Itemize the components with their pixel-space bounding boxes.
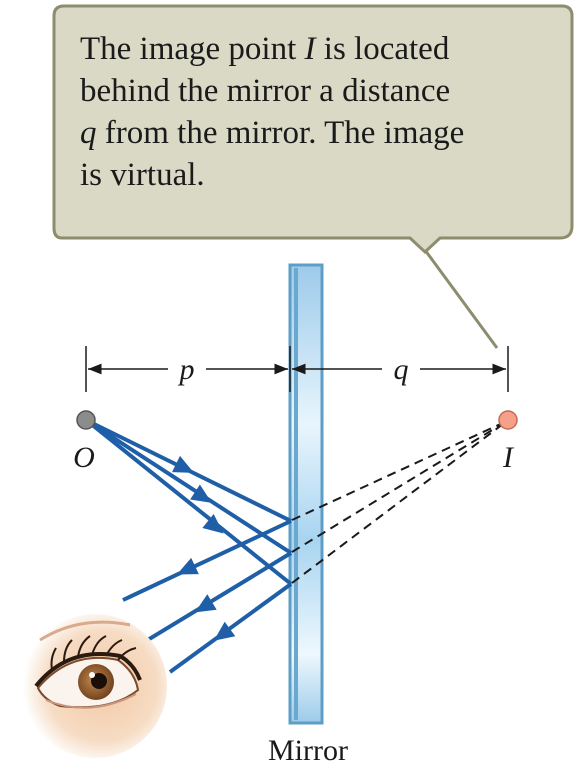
reflected-arrowhead-1: [176, 557, 199, 575]
label-q: q: [394, 353, 409, 386]
callout-line-4: is virtual.: [80, 157, 205, 193]
reflected-ray-arrows: [176, 557, 236, 641]
object-point: [76, 410, 96, 430]
label-mirror: Mirror: [268, 734, 348, 767]
incident-ray-2: [84, 418, 293, 555]
reflected-ray-3: [168, 582, 293, 674]
image-point: [498, 410, 518, 430]
label-image: I: [502, 441, 515, 474]
callout-var-q: q: [80, 115, 97, 151]
incident-arrowhead-2: [190, 484, 212, 503]
virtual-ray-1: [291, 420, 508, 521]
callout-line-1: The image point I is located: [80, 28, 550, 70]
callout-background: [52, 4, 574, 255]
eye-highlight: [89, 672, 95, 678]
eye-lower-lid: [45, 693, 137, 709]
reflected-ray-1: [122, 519, 292, 602]
incident-rays: [84, 418, 293, 586]
eye-illustration: [23, 614, 167, 758]
incident-ray-arrows: [172, 455, 224, 534]
reflected-arrowhead-3: [213, 621, 236, 641]
virtual-ray-3: [291, 420, 508, 584]
dimension-lines: p q: [85, 346, 509, 392]
eye-brow-crease: [39, 620, 131, 642]
label-object: O: [73, 441, 95, 474]
callout-line-1-post: is located: [315, 31, 450, 67]
callout-var-I: I: [304, 31, 316, 67]
callout-line-2: behind the mirror a distance: [80, 73, 451, 109]
callout-text: The image point I is located behind the …: [80, 28, 550, 196]
callout-line-1-pre: The image point: [80, 31, 305, 67]
virtual-rays: [291, 420, 508, 584]
incident-arrowhead-1: [172, 455, 194, 473]
incident-arrowhead-3: [202, 513, 224, 534]
reflected-arrowhead-2: [194, 594, 217, 613]
callout-pointer: [423, 249, 499, 349]
callout-line-3-post: from the mirror. The image: [96, 115, 465, 151]
callout-line-3: q from the mirror. The image: [80, 112, 550, 154]
eye-pupil: [91, 673, 107, 689]
reflected-ray-2: [144, 551, 293, 643]
virtual-ray-2: [291, 420, 508, 553]
eye-upper-lid: [34, 652, 142, 688]
callout-box: [52, 4, 574, 349]
label-p: p: [178, 353, 195, 386]
reflected-rays: [122, 519, 293, 674]
incident-ray-3: [84, 418, 293, 586]
eyelashes: [50, 635, 137, 671]
